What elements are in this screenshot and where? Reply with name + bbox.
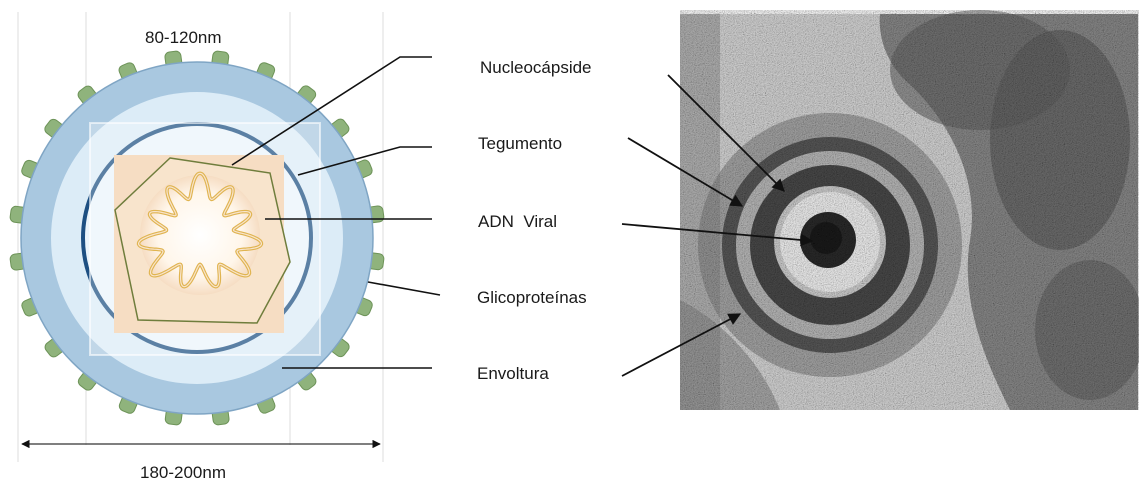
label-nucleocapside: Nucleocápside — [480, 58, 592, 78]
label-tegumento: Tegumento — [478, 134, 562, 154]
label-envoltura: Envoltura — [477, 364, 549, 384]
pointer-glicoproteinas — [368, 282, 440, 295]
electron-micrograph — [680, 10, 1139, 410]
label-glicoproteinas: Glicoproteínas — [477, 288, 587, 308]
virus-schematic — [10, 12, 385, 462]
outer-dimension-label: 180-200nm — [140, 463, 226, 483]
inner-dimension-label: 80-120nm — [145, 28, 222, 48]
label-adn-viral: ADN Viral — [478, 212, 557, 232]
